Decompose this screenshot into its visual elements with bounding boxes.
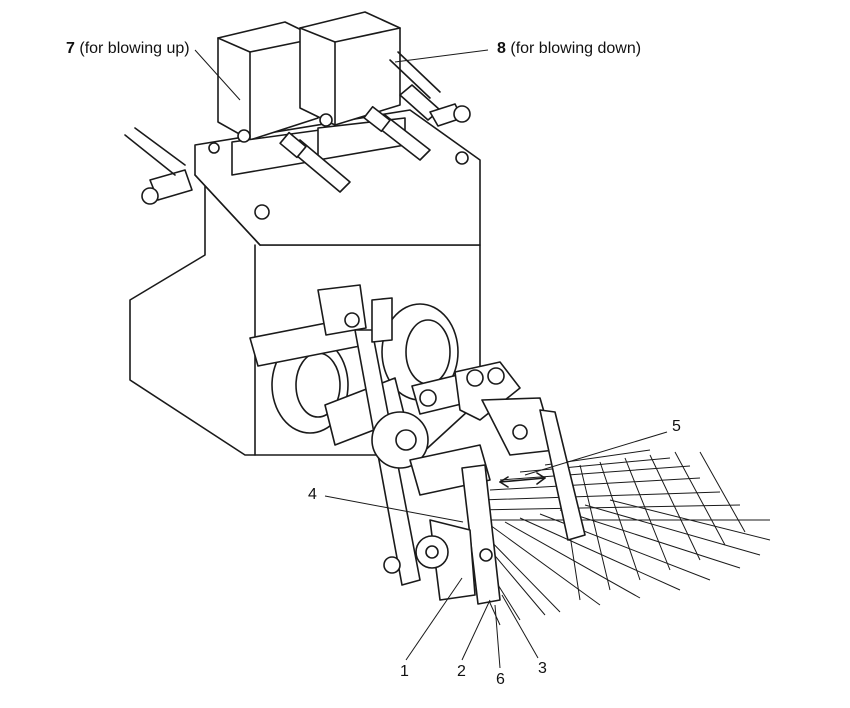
callout-7: 7 (for blowing up)	[66, 40, 190, 57]
callout-3: 3	[538, 660, 547, 677]
callout-6: 6	[496, 671, 505, 688]
callout-8: 8 (for blowing down)	[497, 40, 642, 57]
air-fittings	[124, 51, 471, 205]
callout-5: 5	[672, 418, 681, 435]
lever-assembly	[317, 284, 586, 605]
solenoid-valve-8	[299, 11, 406, 161]
callout-1: 1	[400, 663, 409, 680]
callout-2: 2	[457, 663, 466, 680]
leader-lines	[194, 49, 668, 669]
callout-4: 4	[308, 486, 317, 503]
yarn-grid	[464, 449, 771, 626]
